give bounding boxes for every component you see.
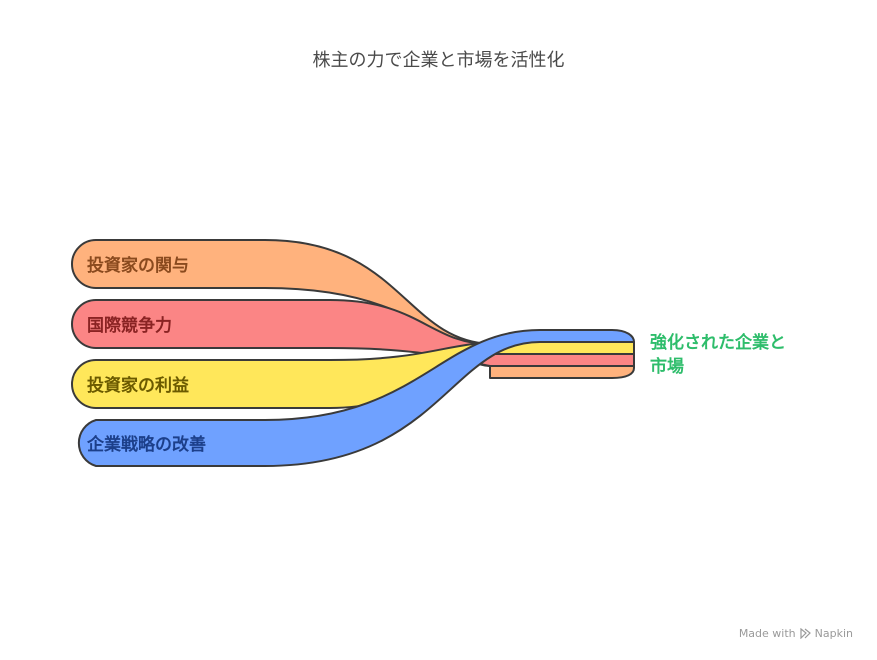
input-label-corporate-strategy: 企業戦略の改善 <box>86 434 206 455</box>
napkin-logo-icon <box>800 628 811 639</box>
input-label-investor-engagement: 投資家の関与 <box>87 255 189 276</box>
flow-band-corporate-strategy <box>77 329 635 467</box>
result-label-line1: 強化された企業と <box>650 332 786 353</box>
made-with-text: Made with <box>738 627 796 640</box>
input-label-investor-profit: 投資家の利益 <box>87 375 189 396</box>
input-label-competitiveness: 国際競争力 <box>87 315 172 336</box>
page-title: 株主の力で企業と市場を活性化 <box>312 50 565 71</box>
napkin-brand-text: Napkin <box>814 627 853 640</box>
footer-attribution[interactable]: Made with Napkin <box>739 627 853 640</box>
result-label-line2: 市場 <box>650 356 684 377</box>
